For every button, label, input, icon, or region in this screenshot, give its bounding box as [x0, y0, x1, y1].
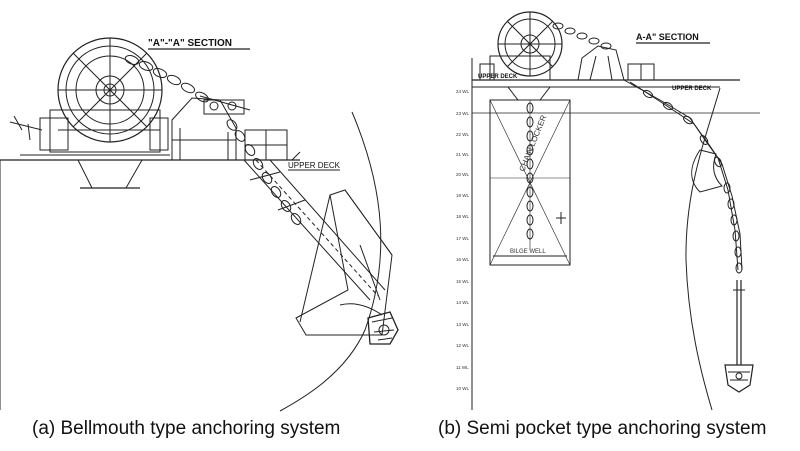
panel-a-drawing: "A"-"A" SECTION [0, 37, 399, 412]
panel-b-chain-stopper [577, 45, 655, 81]
panel-b-waterline-labels: 24 WL 23 WL 22 WL 21 WL 20 WL 19 WL 18 W… [456, 89, 470, 391]
waterline-label: 15 WL [456, 279, 470, 284]
waterline-label: 22 WL [456, 132, 470, 137]
waterline-label: 23 WL [456, 111, 470, 116]
panel-a-bellmouth [295, 189, 399, 345]
caption-bellmouth: (a) Bellmouth type anchoring system [32, 418, 341, 439]
panel-a-chain-lower [226, 119, 302, 225]
panel-b-anchor [724, 280, 754, 393]
panel-a-section-title: "A"-"A" SECTION [148, 38, 232, 49]
panel-b-section-title: A-A" SECTION [636, 32, 699, 42]
waterline-label: 16 WL [456, 257, 470, 262]
waterline-label: 17 WL [456, 236, 470, 241]
panel-b-semi-pocket [691, 149, 723, 193]
waterline-label: 19 WL [456, 193, 470, 198]
waterline-label: 20 WL [456, 172, 470, 177]
waterline-label: 14 WL [456, 300, 470, 305]
panel-b-drawing: A-A" SECTION 24 WL 23 WL 22 WL 21 WL 20 … [456, 11, 760, 411]
panel-b-upper-deck-right-label: UPPER DECK [672, 86, 712, 92]
panel-b-upper-deck-left-label: UPPER DECK [478, 74, 518, 80]
panel-b-bilge-well-label: BILGE WELL [510, 249, 546, 255]
waterline-label: 12 WL [456, 343, 470, 348]
panel-a-upper-deck-label: UPPER DECK [288, 161, 341, 170]
panel-b-chain-upper [552, 22, 612, 50]
panel-a-windlass [9, 37, 169, 189]
waterline-label: 13 WL [456, 322, 470, 327]
caption-semi-pocket: (b) Semi pocket type anchoring system [438, 418, 767, 439]
panel-b-chain-locker: CHAIN LOCKER BILGE WELL [489, 99, 571, 266]
panel-a-chain-stopper [171, 95, 301, 161]
waterline-label: 24 WL [456, 89, 470, 94]
waterline-label: 10 WL [456, 386, 470, 391]
panel-b-hull-line [685, 87, 721, 411]
waterline-label: 18 WL [456, 214, 470, 219]
waterline-label: 11 WL [456, 365, 469, 370]
panel-b-fitting-mark [556, 212, 566, 224]
panel-a-chain-upper [124, 55, 209, 103]
panel-a-hull-line [279, 111, 382, 412]
waterline-label: 21 WL [456, 152, 470, 157]
panel-b-chain-hull [623, 79, 743, 274]
panel-a-hawse-pipe [243, 159, 386, 301]
